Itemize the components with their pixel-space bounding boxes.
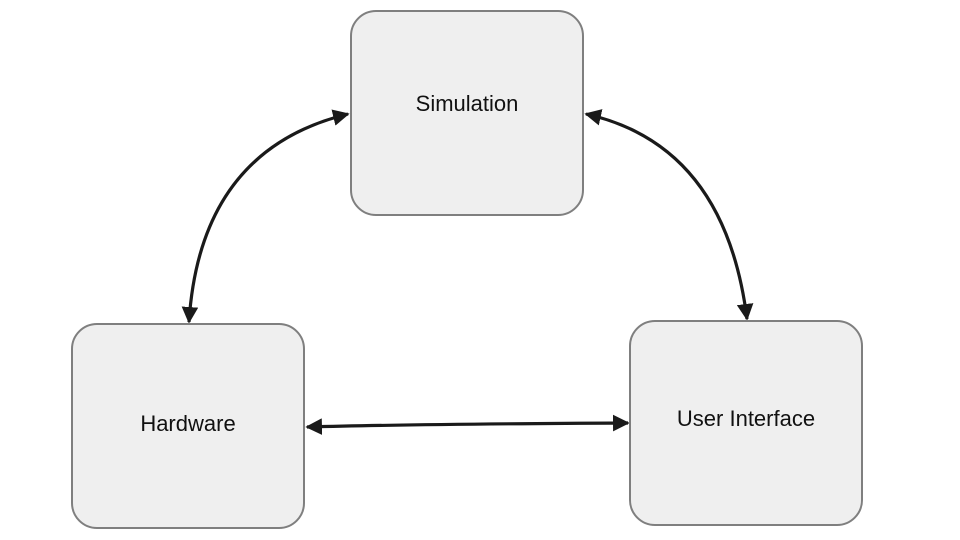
node-hardware-label: Hardware (140, 410, 236, 436)
node-user-interface-label: User Interface (676, 406, 816, 431)
node-user-interface: User Interface (629, 320, 863, 526)
node-hardware: Hardware (71, 323, 305, 529)
edge-simulation-user-interface (584, 109, 754, 321)
node-simulation: Simulation (350, 10, 584, 216)
node-simulation-label: Simulation (415, 91, 519, 116)
edge-hardware-user-interface (305, 414, 630, 435)
edge-simulation-hardware (181, 109, 350, 324)
